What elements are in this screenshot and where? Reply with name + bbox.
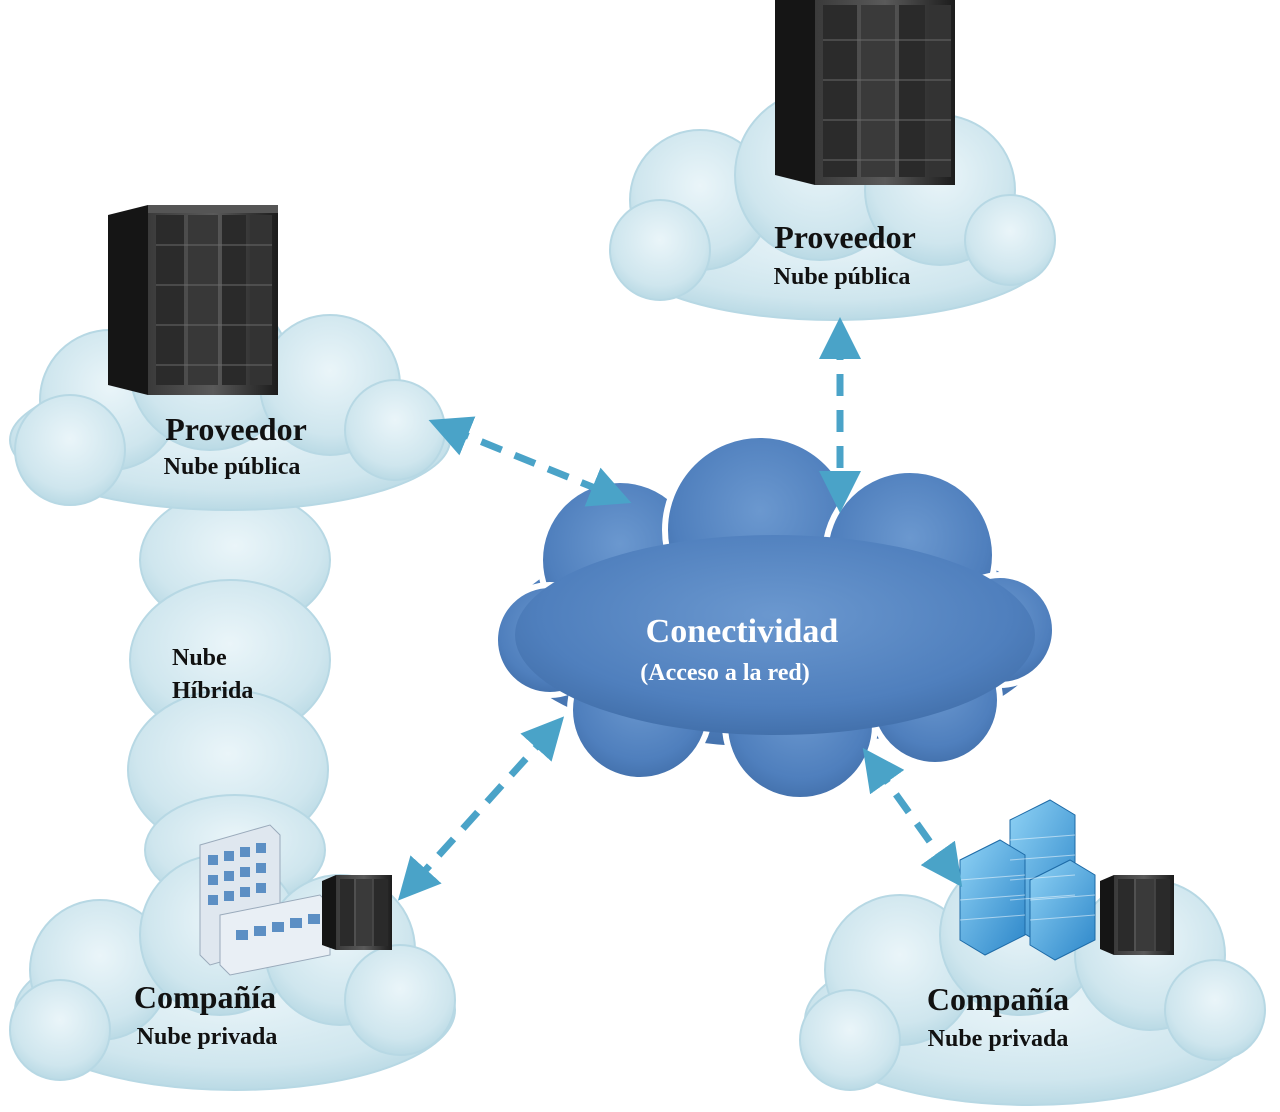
connectors [397,317,963,901]
company-right-title: Compañía [927,981,1069,1017]
provider-right-subtitle: Nube pública [774,264,911,290]
server-rack-icon [775,0,955,185]
company-right-subtitle: Nube privada [928,1026,1069,1052]
connectivity-title: Conectividad [646,613,839,650]
connectivity-cloud: Conectividad (Acceso a la red) [492,432,1058,803]
arrow-connectivity-to-company-left [397,716,565,901]
company-left-subtitle: Nube privada [137,1024,278,1050]
glass-tower-icon [959,799,1096,961]
hybrid-label-line2: Híbrida [172,678,253,704]
provider-right-title: Proveedor [774,219,916,255]
connectivity-subtitle: (Acceso a la red) [640,660,810,686]
company-left-title: Compañía [134,979,276,1015]
hybrid-label-line1: Nube [172,645,227,671]
server-rack-icon [322,875,392,950]
provider-left-subtitle: Nube pública [164,454,301,480]
arrow-provider-left-to-connectivity [428,416,632,507]
server-rack-icon [108,205,278,395]
arrow-connectivity-to-company-right [862,747,963,888]
office-building-icon [199,824,331,976]
provider-left-title: Proveedor [165,411,307,447]
server-rack-icon [1100,875,1174,955]
